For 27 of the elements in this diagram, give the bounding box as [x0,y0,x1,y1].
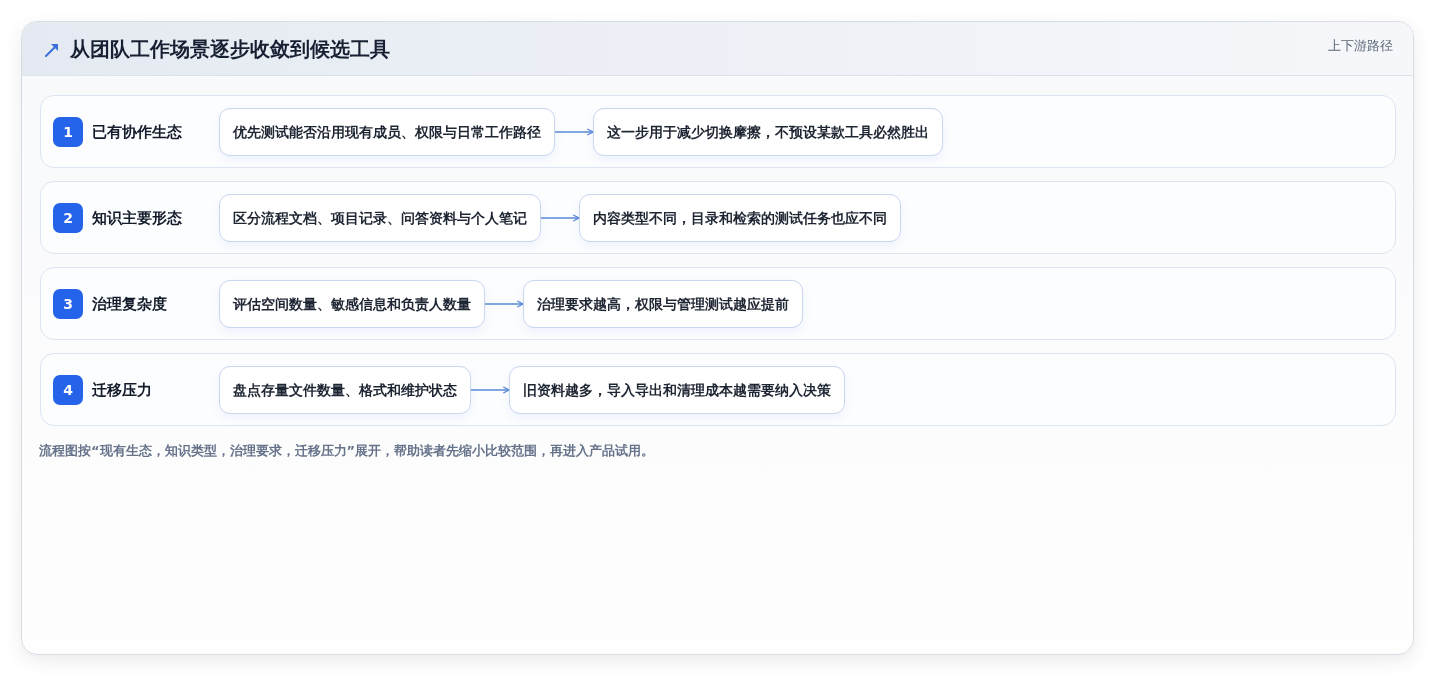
process-box: 区分流程文档、项目记录、问答资料与个人笔记 [219,194,541,242]
step-title: 治理复杂度 [92,294,167,314]
caption-text: 流程图按“现有生态，知识类型，治理要求，迁移压力”展开，帮助读者先缩小比较范围，再进入产品试用。 [39,442,655,460]
step-row [40,181,1396,254]
number-badge: 3 [53,289,83,319]
diagram-title: 从团队工作场景逐步收敛到候选工具 [70,36,390,63]
arrow [554,128,594,136]
step-title: 知识主要形态 [92,208,182,228]
arrow [484,300,524,308]
arrow [470,386,510,394]
process-box: 评估空间数量、敏感信息和负责人数量 [219,280,485,328]
number-badge: 4 [53,375,83,405]
step-title: 已有协作生态 [92,122,182,142]
number-badge: 1 [53,117,83,147]
process-box: 这一步用于减少切换摩擦，不预设某款工具必然胜出 [593,108,943,156]
number-badge: 2 [53,203,83,233]
process-box: 内容类型不同，目录和检索的测试任务也应不同 [579,194,901,242]
step-row [40,353,1396,426]
process-box: 盘点存量文件数量、格式和维护状态 [219,366,471,414]
process-box: 旧资料越多，导入导出和清理成本越需要纳入决策 [509,366,845,414]
process-box: 治理要求越高，权限与管理测试越应提前 [523,280,803,328]
process-box: 优先测试能否沿用现有成员、权限与日常工作路径 [219,108,555,156]
step-row [40,95,1396,168]
step-row [40,267,1396,340]
header-note: 上下游路径 [1328,37,1393,55]
arrow [540,214,580,222]
step-title: 迁移压力 [92,380,152,400]
